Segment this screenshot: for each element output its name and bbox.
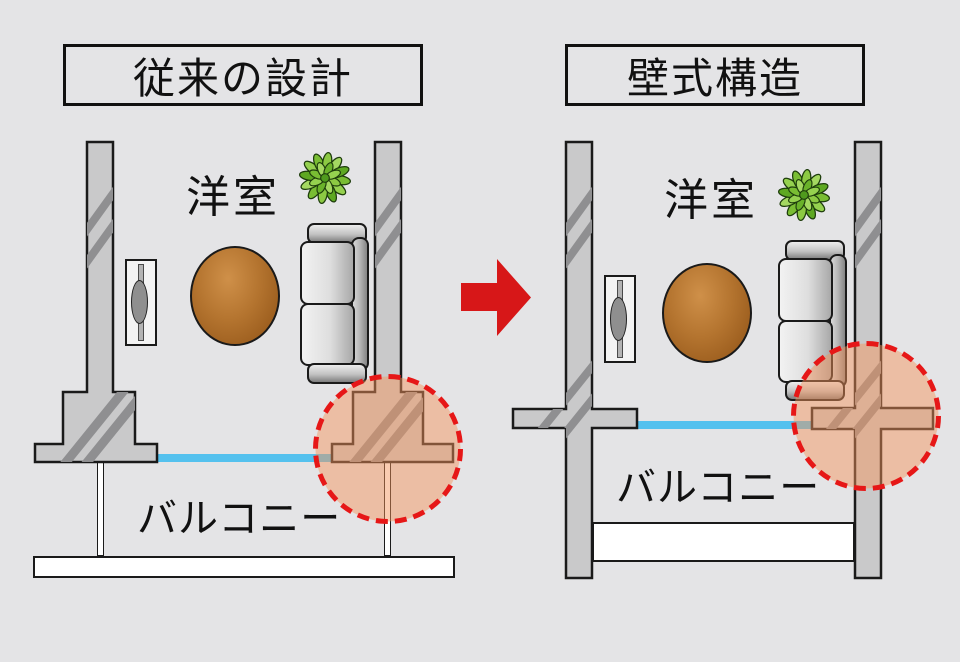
right-table (662, 263, 752, 363)
right-diagram-right-wall-cross (810, 140, 935, 580)
sofa-cushion (778, 258, 833, 322)
left-room-label: 洋室 (186, 173, 280, 222)
left-table (190, 246, 280, 346)
sofa-armrest-bottom (785, 380, 845, 401)
door-handle (131, 280, 148, 324)
right-diagram-left-wall-cross (511, 140, 639, 580)
left-column-with-footing (33, 140, 159, 464)
red-dashed-highlight-circle (791, 341, 941, 491)
plant-icon (298, 151, 352, 205)
right-title: 壁式構造 (626, 54, 803, 102)
red-dashed-highlight-circle (313, 374, 463, 524)
left-floor-slab (157, 454, 333, 462)
sofa-cushion (300, 303, 355, 366)
right-balcony-label: バルコニー (616, 466, 821, 510)
sofa-cushion (300, 241, 355, 305)
right-floor-slab (637, 421, 812, 429)
left-balcony-label: バルコニー (137, 497, 342, 541)
balcony-post (97, 462, 104, 556)
left-balcony-floor (33, 556, 455, 578)
door-handle (610, 297, 627, 341)
right-title-box: 壁式構造 (565, 44, 865, 106)
right-door (604, 275, 636, 363)
sofa-armrest-bottom (307, 363, 367, 384)
left-door (125, 259, 157, 346)
left-title: 従来の設計 (132, 54, 353, 102)
left-title-box: 従来の設計 (63, 44, 423, 106)
red-right-arrow-icon (461, 259, 531, 336)
right-room-label: 洋室 (664, 176, 758, 225)
plant-icon (777, 168, 831, 222)
